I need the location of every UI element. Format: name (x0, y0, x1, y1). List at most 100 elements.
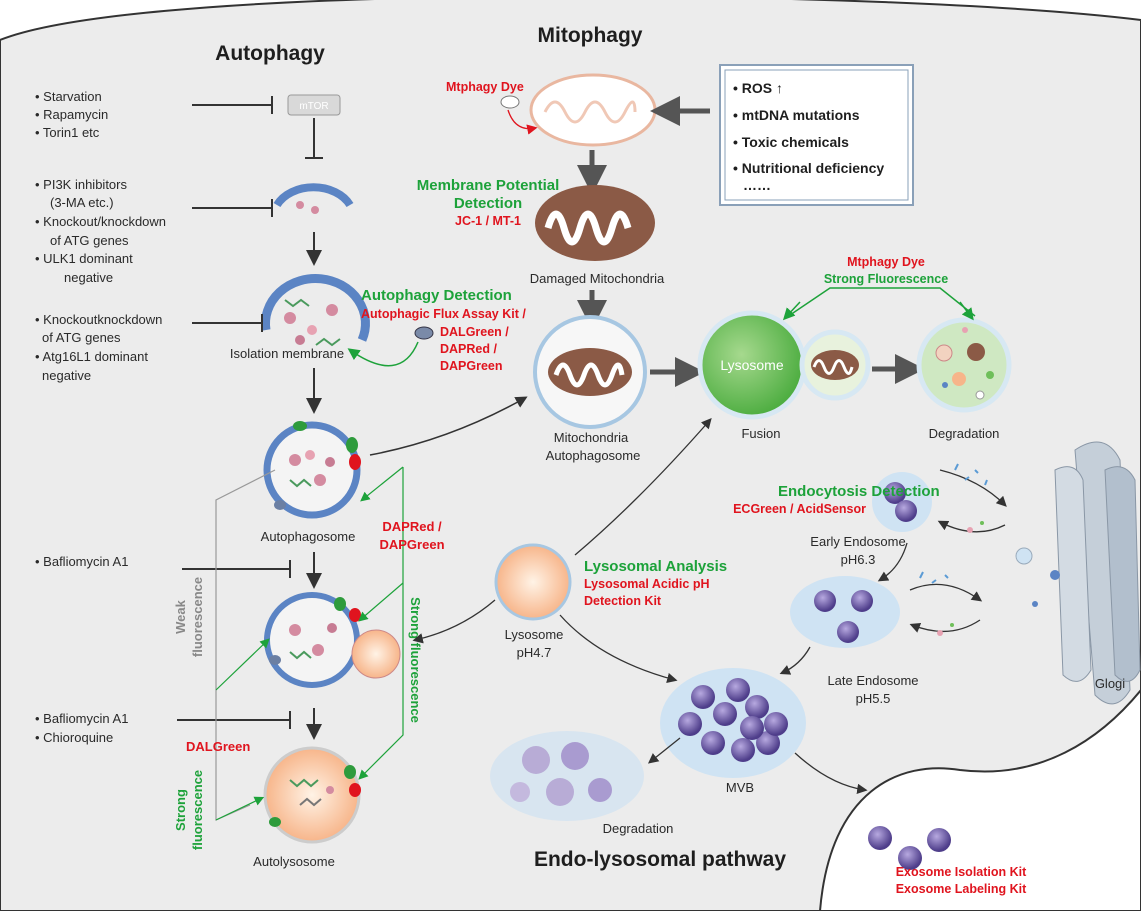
chloroquine: • Chioroquine (35, 730, 113, 745)
fusion-lysosome-label: Lysosome (720, 357, 784, 373)
membrane-potential-title-2: Detection (454, 195, 522, 212)
dapred-arrow-autophagosome (360, 466, 404, 502)
arrow-lysosome-to-autophagosome (412, 599, 496, 644)
endo-degradation-shape (490, 731, 644, 821)
lysosomal-analysis-title: Lysosomal Analysis (584, 558, 727, 575)
autophagy-kit-flux: Autophagic Flux Assay Kit / (361, 307, 526, 321)
marker-green (334, 597, 346, 611)
mtphagy-dye-label: Mtphagy Dye (446, 80, 524, 94)
strong-fluorescence-left-word2: fluorescence (190, 770, 205, 850)
late-endosome-ph: pH5.5 (856, 691, 891, 706)
fusion-cristae (812, 359, 854, 375)
isolation-membrane-label: Isolation membrane (230, 346, 344, 361)
strong-fluorescence-right-connector (358, 467, 404, 780)
exosome-vesicle (927, 828, 951, 852)
strong-fluorescence-left-word1: Strong (173, 789, 188, 831)
central-lysosome (494, 543, 572, 621)
trafficking-arrows-upper (937, 463, 1007, 533)
dapred-arrow-fusion (358, 582, 404, 622)
cargo-cluster (284, 298, 341, 347)
inhibitor-negative: negative (64, 270, 113, 285)
probe-arrow (347, 341, 419, 367)
mtor-box (287, 94, 341, 116)
autophagy-kit-dalgreen: DALGreen / (440, 325, 509, 339)
central-lysosome-label: Lysosome (505, 627, 564, 642)
marker-green (293, 421, 307, 431)
damaged-mitochondria-label: Damaged Mitochondria (530, 271, 665, 286)
inducer-torin1: • Torin1 etc (35, 125, 100, 140)
fusing-lysosome-shape (351, 629, 401, 679)
inhibitor2-knockout: • Knockoutknockdown (35, 312, 162, 327)
arrow-late-to-mvb (779, 646, 811, 675)
weak-fluorescence-word1: Weak (173, 599, 188, 633)
early-endosome-label: Early Endosome (810, 534, 905, 549)
probe-icon (414, 326, 434, 340)
autophagosome-label: Autophagosome (261, 529, 356, 544)
dalgreen-arrow-fusion (215, 638, 270, 691)
fusion-label: Fusion (741, 426, 780, 441)
autolysosome-shape (263, 746, 361, 844)
late-endosome-label: Late Endosome (827, 673, 918, 688)
stress-ros: • ROS ↑ (733, 80, 783, 96)
marker-blue (269, 655, 281, 665)
membrane-potential-title-1: Membrane Potential (417, 177, 560, 194)
trafficking-arrows-lower (909, 571, 983, 636)
endosome-vesicle (895, 500, 917, 522)
autophagy-kit-dapgreen: DAPGreen (440, 359, 503, 373)
dye-strong-arrow-right (959, 301, 974, 321)
central-lysosome-ph: pH4.7 (517, 645, 552, 660)
lysosomal-kit-2: Detection Kit (584, 594, 662, 608)
inhibitor2-atg16l1: • Atg16L1 dominant (35, 349, 148, 364)
bafilomycin-2: • Bafliomycin A1 (35, 711, 128, 726)
stress-box-inner (724, 69, 909, 201)
inhibitor-atg: of ATG genes (50, 233, 129, 248)
dapred-label-2: DAPGreen (379, 537, 444, 552)
endo-lysosomal-title: Endo-lysosomal pathway (534, 848, 786, 871)
mtphagy-dye-icon (500, 95, 520, 109)
endo-degradation-label: Degradation (603, 821, 674, 836)
endosome-vesicle (884, 482, 906, 504)
exosome-isolation-kit: Exosome Isolation Kit (896, 865, 1027, 879)
exosome-labeling-kit: Exosome Labeling Kit (896, 882, 1027, 896)
marker-green (346, 437, 358, 453)
stress-more: …… (743, 177, 771, 193)
marker-red (349, 454, 361, 470)
dalgreen-label: DALGreen (186, 739, 250, 754)
golgi-apparatus (1015, 441, 1141, 705)
endocytosis-kits: ECGreen / AcidSensor (733, 502, 866, 516)
cargo-dot (296, 201, 304, 209)
exosome-vesicle (898, 846, 922, 870)
dapred-label-1: DAPRed / (382, 519, 442, 534)
arrow-mvb-to-exosome (794, 752, 868, 795)
bafilomycin-1: • Bafliomycin A1 (35, 554, 128, 569)
mvb-label: MVB (726, 780, 754, 795)
autophagosome-shape (263, 421, 361, 519)
dye-strong-title: Mtphagy Dye (847, 255, 925, 269)
jc1-mt1-label: JC-1 / MT-1 (455, 214, 521, 228)
marker-red (349, 608, 361, 622)
mtor-label: mTOR (299, 101, 328, 112)
inhibitor-knockout: • Knockout/knockdown (35, 214, 166, 229)
inducer-rapamycin: • Rapamycin (35, 107, 108, 122)
inhibitor2-negative: negative (42, 368, 91, 383)
marker-blue (274, 500, 286, 510)
endosome-vesicle (837, 621, 859, 643)
cargo-dot (311, 206, 319, 214)
autophagosome-cargo (289, 450, 335, 488)
stress-toxic: • Toxic chemicals (733, 134, 849, 150)
engulfed-mitochondrion (548, 348, 632, 396)
marker-green (344, 765, 356, 779)
mito-autophagosome-label-2: Autophagosome (546, 448, 641, 463)
dye-strong-bracket (789, 287, 976, 317)
inhibitor2-atg: of ATG genes (42, 330, 121, 345)
cristae-light (543, 100, 637, 124)
marker-red (349, 783, 361, 797)
degradation-label: Degradation (929, 426, 1000, 441)
mito-autophagosome-label-1: Mitochondria (554, 430, 629, 445)
golgi-label: Glogi (1095, 676, 1125, 691)
stress-nutrition: • Nutritional deficiency (733, 160, 884, 176)
damaged-cristae (544, 210, 632, 246)
